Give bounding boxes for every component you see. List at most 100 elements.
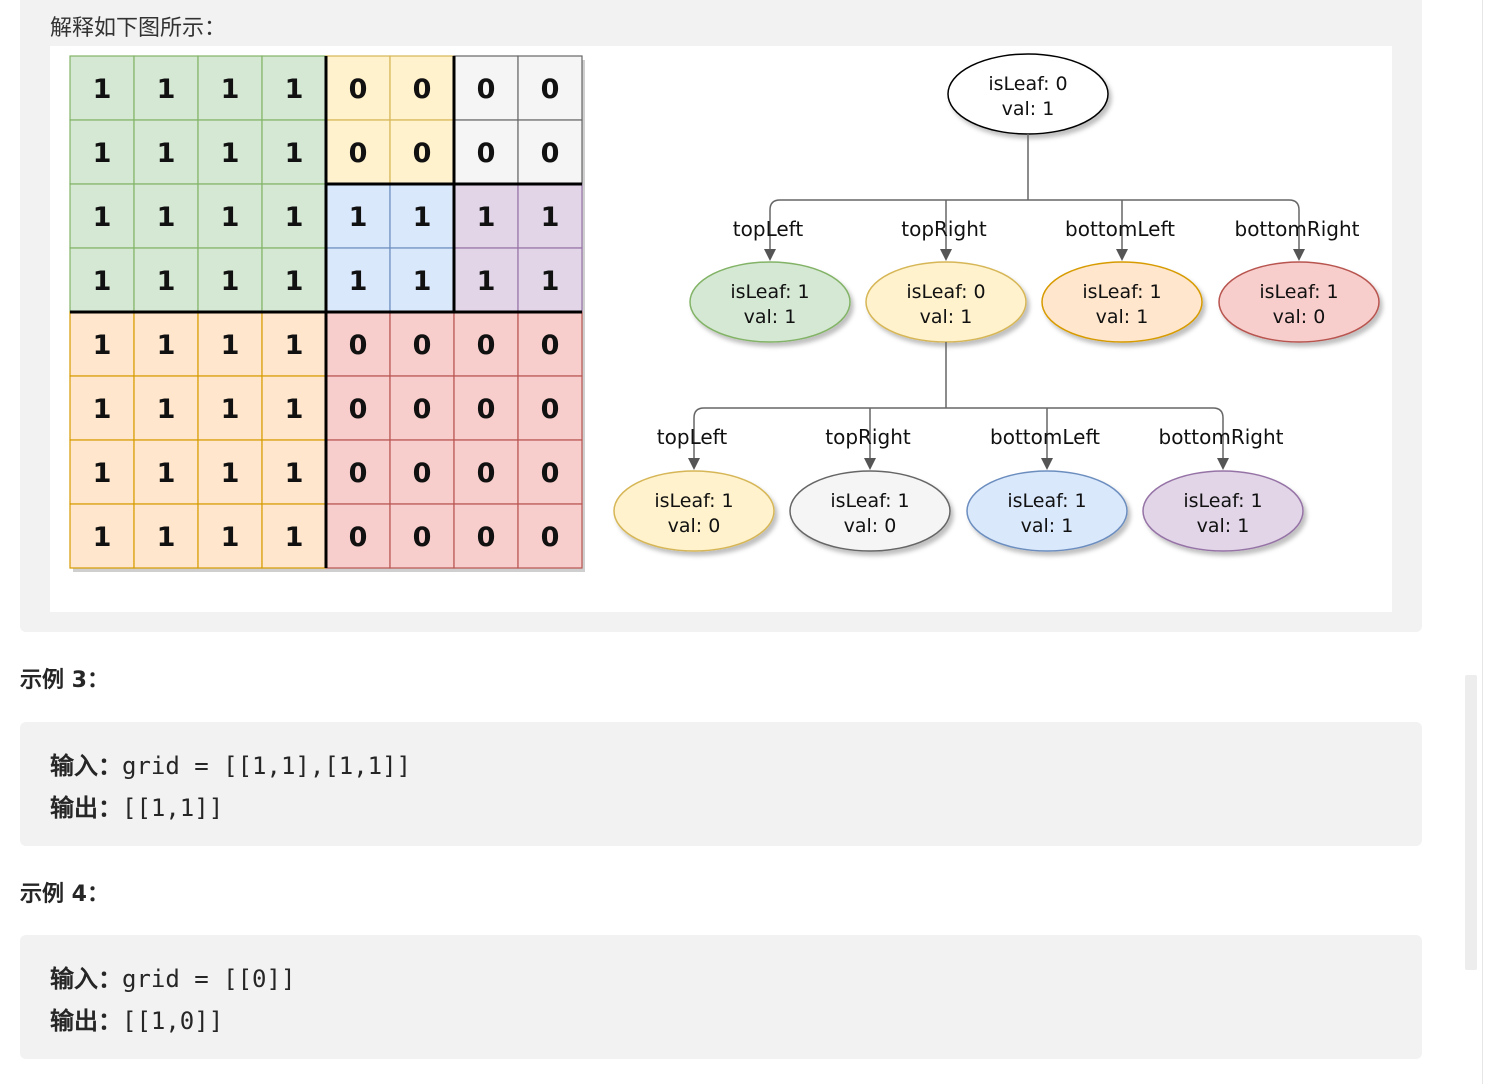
grid-cell [389, 311, 455, 377]
grid-cell-value: 0 [349, 74, 368, 105]
grid-cell-value: 1 [285, 74, 304, 105]
grid-cell [389, 183, 455, 249]
grid-cell [517, 503, 583, 569]
grid-cell-value: 1 [93, 522, 112, 553]
grid-cell-value: 1 [157, 74, 176, 105]
level1-edge-label: topRight [901, 217, 987, 241]
grid-cell-value: 0 [413, 522, 432, 553]
grid-cell-value: 0 [413, 74, 432, 105]
example-4-input-line: 输入：grid = [[0]] [50, 959, 295, 994]
grid-cell [69, 503, 135, 569]
grid-cell [517, 311, 583, 377]
grid-cell-value: 1 [221, 394, 240, 425]
grid-cell-value: 1 [413, 202, 432, 233]
grid-cell [69, 375, 135, 441]
grid-cell-value: 1 [93, 394, 112, 425]
example-3-output-line: 输出：[[1,1]] [50, 788, 223, 823]
grid-cell [453, 439, 519, 505]
grid-cell-value: 1 [541, 202, 560, 233]
grid-cell-value: 1 [285, 266, 304, 297]
grid-cell [325, 503, 391, 569]
grid-cell [197, 375, 263, 441]
level1-node-isleaf: isLeaf: 1 [730, 281, 809, 303]
grid-cell-value: 1 [157, 266, 176, 297]
grid-cell-value: 0 [477, 458, 496, 489]
level1-edge-label: topLeft [733, 217, 804, 241]
explanation-label: 解释如下图所示： [50, 16, 227, 41]
grid-cell [517, 55, 583, 121]
grid-cell-value: 1 [93, 330, 112, 361]
level2-node-isleaf: isLeaf: 1 [1183, 490, 1262, 512]
grid-cell [453, 247, 519, 313]
grid-cell-value: 0 [349, 330, 368, 361]
grid-cell [69, 439, 135, 505]
scrollbar-thumb[interactable] [1465, 675, 1477, 970]
grid-cell [133, 55, 199, 121]
grid-cell-value: 0 [477, 522, 496, 553]
example-3-input-line: 输入：grid = [[1,1],[1,1]] [50, 746, 411, 781]
level2-edge-label: topLeft [657, 425, 728, 449]
grid-cell-value: 1 [157, 202, 176, 233]
grid-cell-value: 1 [93, 202, 112, 233]
grid-cell [517, 375, 583, 441]
grid-cell-value: 1 [157, 522, 176, 553]
level1-node-isleaf: isLeaf: 1 [1259, 281, 1338, 303]
grid-cell-value: 1 [157, 394, 176, 425]
example-4-code-block: 输入：grid = [[0]] 输出：[[1,0]] [20, 935, 1422, 1059]
grid-cell [133, 183, 199, 249]
grid-cell [197, 311, 263, 377]
grid-cell-value: 0 [349, 458, 368, 489]
grid-cell [453, 375, 519, 441]
grid-cell-value: 1 [477, 266, 496, 297]
grid-cell-value: 1 [413, 266, 432, 297]
grid-cell [69, 119, 135, 185]
level2-edge-label: bottomRight [1159, 425, 1284, 449]
grid-cell-value: 0 [413, 394, 432, 425]
example-4-title: 示例 4： [20, 882, 109, 907]
root-node-val: val: 1 [1002, 98, 1055, 120]
explanation-block: 解释如下图所示： 1 1 1 1 0 0 0 0 1 1 1 1 0 0 0 0 1 1 1 1 1 1 1 1 1 1 1 1 1 1 1… [20, 0, 1422, 632]
grid-cell [261, 375, 327, 441]
grid-cell-value: 1 [285, 522, 304, 553]
level1-edge-label: bottomRight [1235, 217, 1360, 241]
grid-cell [133, 503, 199, 569]
grid-cell-value: 0 [541, 138, 560, 169]
grid-cell-value: 1 [221, 138, 240, 169]
level2-edge-label: bottomLeft [990, 425, 1100, 449]
level1-node-isleaf: isLeaf: 1 [1082, 281, 1161, 303]
page-edge-divider [1482, 0, 1483, 1084]
grid-cell-value: 1 [285, 202, 304, 233]
grid-cell-value: 1 [541, 266, 560, 297]
grid-cell-value: 1 [221, 202, 240, 233]
grid-cell [389, 119, 455, 185]
grid-cell-value: 0 [541, 394, 560, 425]
grid-cell-value: 1 [285, 138, 304, 169]
grid-cell-value: 0 [413, 138, 432, 169]
grid-cell [517, 119, 583, 185]
level1-node-val: val: 1 [744, 306, 797, 328]
grid-cell [133, 439, 199, 505]
level2-node-isleaf: isLeaf: 1 [1007, 490, 1086, 512]
grid-cell-value: 1 [221, 330, 240, 361]
level1-edge-label: bottomLeft [1065, 217, 1175, 241]
grid-cell [69, 183, 135, 249]
grid-cell-value: 0 [541, 458, 560, 489]
output-label: 输出： [50, 794, 122, 822]
output-value: [[1,0]] [122, 1007, 224, 1035]
grid-cell-value: 0 [477, 394, 496, 425]
level2-node [1142, 470, 1304, 552]
level1-node-val: val: 0 [1273, 306, 1326, 328]
grid-cell-value: 0 [477, 74, 496, 105]
grid-cell-value: 1 [285, 394, 304, 425]
grid-cell [453, 119, 519, 185]
grid-cell-value: 0 [541, 330, 560, 361]
grid-cell [197, 503, 263, 569]
output-label: 输出： [50, 1007, 122, 1035]
grid-cell-value: 1 [221, 458, 240, 489]
level2-edge-label: topRight [825, 425, 911, 449]
level2-node [789, 470, 951, 552]
level2-node [613, 470, 775, 552]
grid-cell [453, 311, 519, 377]
grid-cell-value: 1 [93, 138, 112, 169]
